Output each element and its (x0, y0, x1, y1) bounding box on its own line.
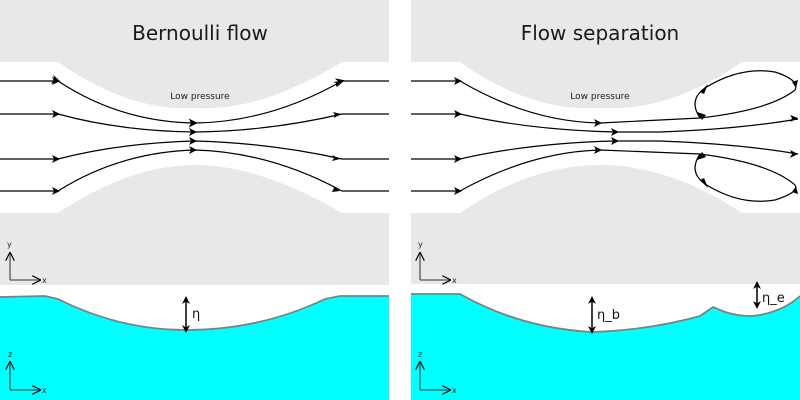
eddy-upper (694, 70, 797, 119)
water-body (411, 294, 800, 400)
water-surface (411, 293, 800, 333)
panel-separation: Flow separation Low pressure (411, 0, 800, 400)
flow-arrows (454, 77, 798, 195)
axis-label-z: z (8, 350, 12, 359)
depth-marker-eta: η (182, 296, 200, 333)
low-pressure-label: Low pressure (570, 92, 630, 102)
xz-axes: z x (418, 350, 457, 395)
axis-label-x: x (42, 276, 47, 285)
panel-title: Bernoulli flow (132, 21, 268, 45)
axis-label-x: x (42, 386, 47, 395)
low-pressure-label: Low pressure (170, 92, 230, 102)
panel-title: Flow separation (521, 21, 679, 45)
lower-wall (411, 165, 800, 284)
axis-label-y: y (7, 240, 12, 249)
eddy-lower (694, 153, 797, 202)
depth-marker-eta-e: η_e (753, 281, 785, 309)
axis-label-x: x (452, 386, 457, 395)
lower-wall (0, 165, 389, 285)
xy-axes: y x (418, 240, 457, 285)
panel-bernoulli: Bernoulli flow Low pressure (0, 0, 389, 400)
water-body (0, 296, 389, 400)
eta-b-label: η_b (597, 308, 620, 323)
axis-label-y: y (418, 240, 423, 249)
depth-marker-eta-b: η_b (588, 296, 620, 334)
flow-arrows (52, 77, 341, 195)
axis-label-z: z (418, 350, 422, 359)
streamlines (0, 74, 389, 195)
upper-wall (411, 0, 800, 109)
axis-label-x: x (452, 276, 457, 285)
eta-label: η (192, 307, 200, 322)
streamlines (411, 70, 799, 202)
eta-e-label: η_e (762, 291, 785, 306)
xz-axes: z x (8, 350, 47, 395)
xy-axes: y x (7, 240, 47, 285)
